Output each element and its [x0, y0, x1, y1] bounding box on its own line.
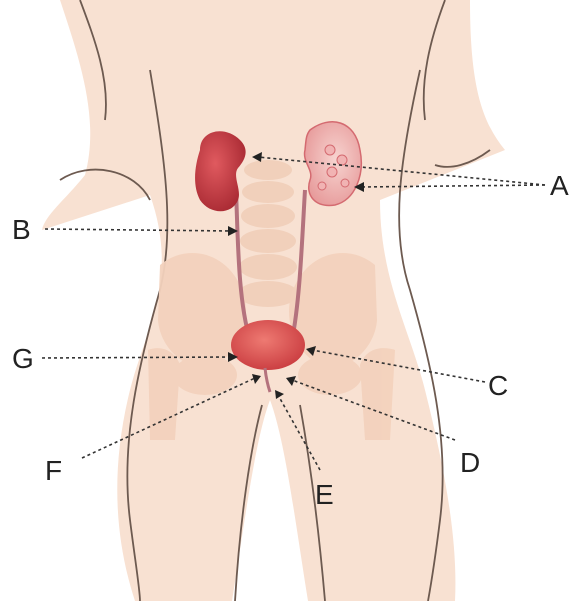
right-kidney — [305, 122, 362, 206]
label-g: G — [12, 343, 34, 374]
label-b: B — [12, 214, 31, 245]
label-e: E — [315, 479, 334, 510]
label-a: A — [550, 170, 569, 201]
label-d: D — [460, 447, 480, 478]
label-f: F — [45, 455, 62, 486]
bladder — [231, 320, 305, 370]
label-c: C — [488, 370, 508, 401]
